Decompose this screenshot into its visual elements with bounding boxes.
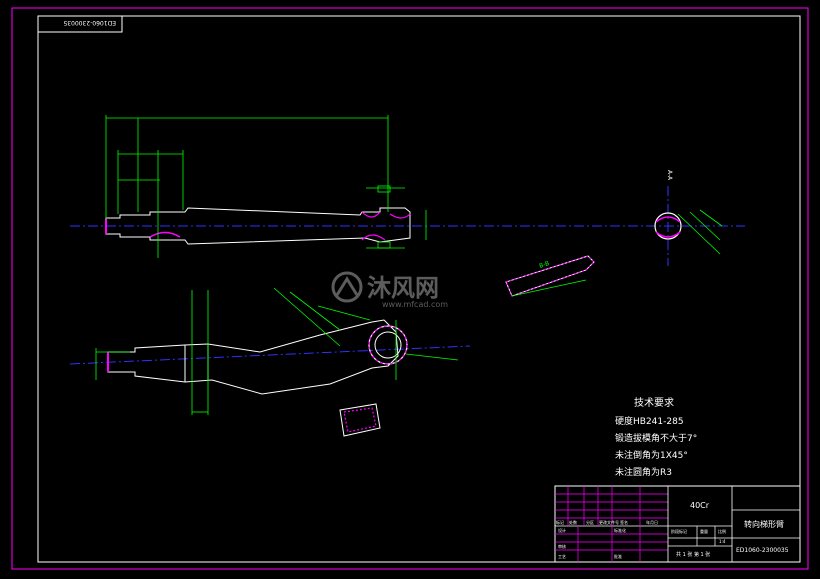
title-block-review: 审核	[558, 543, 566, 549]
title-block-process: 工艺	[558, 554, 566, 559]
tech-requirements-line: 未注圆角为R3	[615, 466, 672, 478]
section-b-b: B-B	[505, 255, 595, 297]
title-block-row-label: 签名	[620, 519, 628, 525]
title-block-stage-label: 阶段标记	[671, 528, 687, 534]
top-view	[70, 115, 745, 258]
title-block-approve: 批准	[614, 553, 622, 559]
front-view	[69, 287, 471, 437]
watermark: 沐风网 www.mfcad.com	[331, 271, 448, 309]
section-a-a-label: A-A	[666, 170, 673, 181]
title-block-scale-label: 比例	[718, 528, 726, 534]
watermark-url: www.mfcad.com	[382, 300, 448, 309]
title-block-sheet-info: 共 1 张 第 1 张	[676, 551, 710, 558]
drawing-number-box: ED1060-2300035	[37, 15, 123, 33]
title-block: 标记 处数 分区 更改文件号 签名 年月日 设计 标准化 审核 工艺 批准 40…	[554, 485, 801, 563]
section-b-b-label: B-B	[538, 260, 550, 270]
tech-requirements-line: 未注倒角为1X45°	[615, 449, 688, 461]
title-block-part-name: 转向梯形臂	[744, 519, 784, 529]
top-view-shaft	[105, 207, 411, 245]
watermark-brand: 沐风网	[367, 274, 439, 302]
title-block-drawing-number: ED1060-2300035	[736, 547, 789, 554]
title-block-scale-value: 1:4	[719, 539, 726, 544]
drawing-frame	[37, 15, 801, 563]
tech-requirements-line: 硬度HB241-285	[615, 415, 684, 427]
title-block-row-label: 分区	[586, 519, 594, 525]
title-block-row-label: 年月日	[646, 519, 658, 525]
title-block-row-label: 更改文件号	[599, 519, 619, 525]
title-block-row-label: 标记	[556, 519, 564, 525]
title-block-material: 40Cr	[690, 501, 710, 510]
sheet-border	[11, 7, 809, 570]
watermark-logo-icon	[331, 271, 363, 303]
title-block-standard: 标准化	[614, 527, 626, 533]
tech-requirements-line: 锻造拔模角不大于7°	[615, 432, 697, 444]
tech-requirements: 技术要求 硬度HB241-285 锻造拔模角不大于7° 未注倒角为1X45° 未…	[615, 396, 697, 478]
title-block-weight-label: 重量	[700, 528, 708, 534]
tech-requirements-title: 技术要求	[634, 396, 674, 409]
title-block-row-label: 处数	[569, 519, 577, 525]
section-a-a: A-A	[654, 170, 723, 266]
drawing-number-box-text: ED1060-2300035	[63, 19, 116, 26]
title-block-design: 设计	[558, 527, 566, 533]
